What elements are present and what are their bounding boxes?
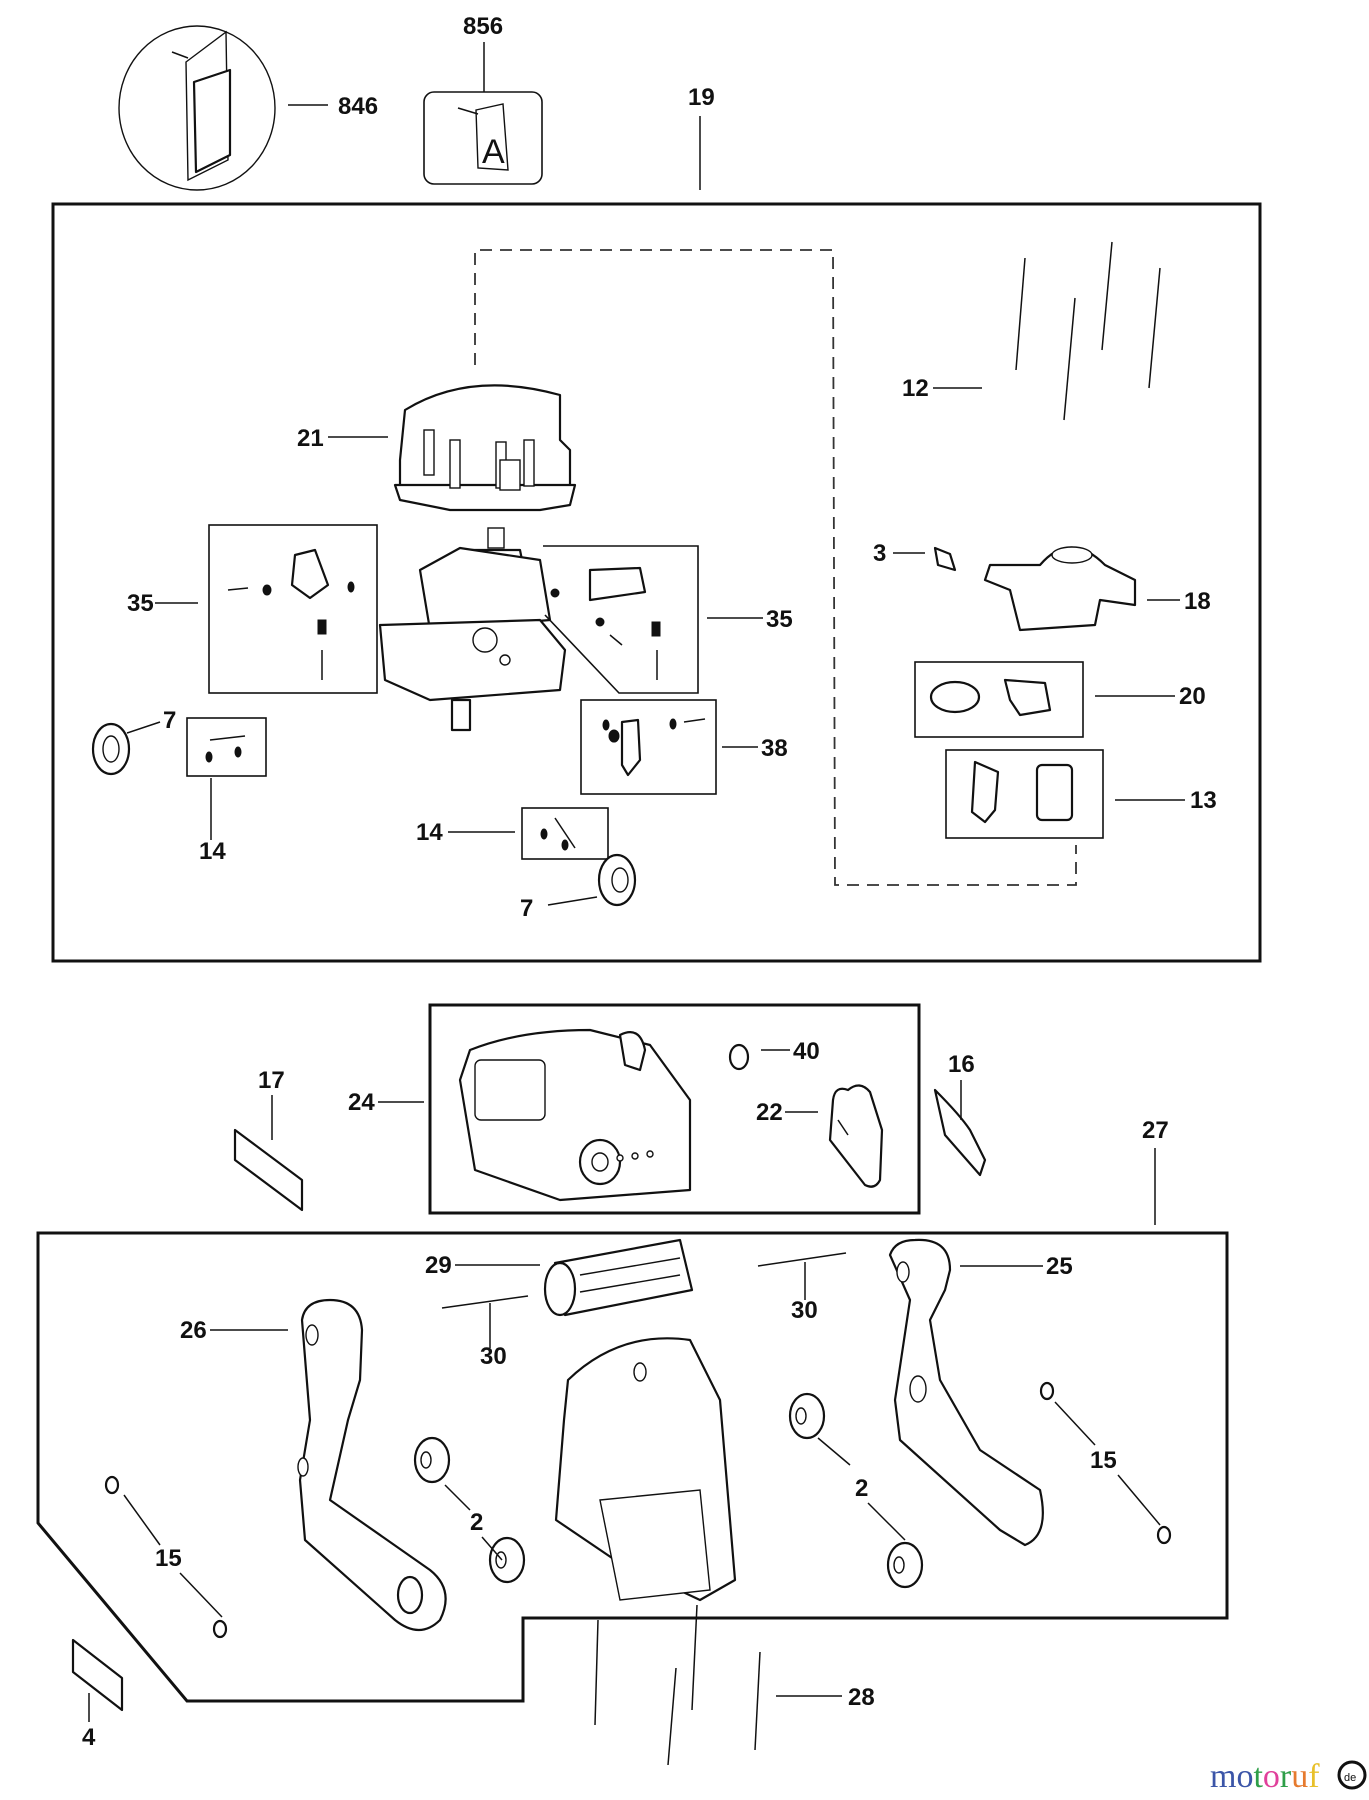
callout-3: 3 — [873, 540, 886, 567]
tag-letter: A — [482, 133, 505, 171]
part-3-window — [933, 546, 957, 572]
callout-856: 856 — [463, 13, 503, 40]
callout-30-right: 30 — [791, 1297, 818, 1324]
part-14-left-kit — [186, 717, 267, 777]
callout-20: 20 — [1179, 683, 1206, 710]
leader-7-left — [126, 721, 161, 734]
watermark-badge-text: de — [1344, 1772, 1356, 1784]
motoruf-watermark: motoruf de — [1210, 1758, 1367, 1795]
callout-29: 29 — [425, 1252, 452, 1279]
part-21-housing — [393, 384, 577, 512]
callout-35-right: 35 — [766, 606, 793, 633]
part-35-left-kit — [208, 524, 378, 694]
assembly-24-frame — [428, 1003, 921, 1215]
wm-letter: m — [1210, 1758, 1236, 1795]
leader-15-right-b — [1117, 1474, 1161, 1526]
part-17-label — [233, 1128, 304, 1212]
part-13-kit — [945, 749, 1104, 839]
part-25-right-arm — [888, 1238, 1044, 1547]
part-14-right-kit — [521, 807, 609, 860]
part-18-head — [983, 546, 1137, 632]
callout-18: 18 — [1184, 588, 1211, 615]
part-30-right-screw — [757, 1252, 847, 1267]
wm-letter: t — [1253, 1758, 1263, 1795]
callout-35-left: 35 — [127, 590, 154, 617]
leader-2-left-b — [481, 1536, 503, 1561]
leader-7-right — [547, 896, 598, 906]
part-26-left-arm — [297, 1298, 447, 1632]
part-24-body — [458, 1028, 692, 1202]
part-846-manual — [118, 25, 328, 191]
part-16-label — [933, 1088, 987, 1177]
assembly-27-frame — [36, 1231, 1229, 1703]
part-4-label — [71, 1638, 124, 1712]
svg-text:motoruf: motoruf — [1210, 1758, 1320, 1795]
callout-4: 4 — [82, 1724, 96, 1751]
callout-28: 28 — [848, 1684, 875, 1711]
part-40-nut — [728, 1043, 750, 1071]
part-30-left-screw — [441, 1295, 529, 1309]
part-15-screw-c — [1039, 1381, 1055, 1401]
part-2-bushing-c — [788, 1392, 826, 1440]
part-38-kit — [580, 699, 717, 795]
callout-30-left: 30 — [480, 1343, 507, 1370]
callout-40: 40 — [793, 1038, 820, 1065]
callout-14-right: 14 — [416, 819, 443, 846]
part-7-left-gear — [91, 722, 131, 776]
wm-letter: o — [1236, 1758, 1253, 1795]
callout-16: 16 — [948, 1051, 975, 1078]
dashed-group-outline — [474, 249, 1077, 886]
callout-22: 22 — [756, 1099, 783, 1126]
part-15-screw-a — [104, 1475, 120, 1495]
callout-38: 38 — [761, 735, 788, 762]
callout-14-left: 14 — [199, 838, 226, 865]
part-2-bushing-a — [413, 1436, 451, 1484]
wm-letter: f — [1308, 1758, 1320, 1795]
part-core-mechanism — [378, 527, 567, 732]
part-28-screws — [594, 1604, 761, 1766]
wm-letter: o — [1263, 1758, 1280, 1795]
callout-846: 846 — [338, 93, 378, 120]
part-base-bracket — [554, 1337, 737, 1602]
part-2-bushing-d — [886, 1541, 924, 1589]
callout-26: 26 — [180, 1317, 207, 1344]
leader-2-left-a — [444, 1484, 471, 1511]
part-22-cover — [828, 1084, 884, 1188]
wm-letter: r — [1280, 1758, 1292, 1795]
part-15-screw-b — [212, 1619, 228, 1639]
callout-12: 12 — [902, 375, 929, 402]
callout-19: 19 — [688, 84, 715, 111]
leader-15-left-b — [179, 1572, 223, 1618]
part-20-kit — [914, 661, 1084, 738]
part-35-right-kit — [543, 545, 699, 694]
part-856-tag: A — [423, 42, 543, 185]
callout-25: 25 — [1046, 1253, 1073, 1280]
callout-24: 24 — [348, 1089, 375, 1116]
callout-21: 21 — [297, 425, 324, 452]
assembly-19-frame — [51, 202, 1262, 963]
part-2-bushing-b — [488, 1536, 526, 1584]
leader-15-right-a — [1054, 1401, 1096, 1446]
leader-15-left-a — [123, 1494, 161, 1546]
callout-2-left: 2 — [470, 1509, 483, 1536]
part-7-right-gear — [597, 853, 637, 907]
part-15-screw-d — [1156, 1525, 1172, 1545]
part-29-roller — [543, 1238, 694, 1317]
wm-letter: u — [1291, 1758, 1308, 1795]
watermark-badge-icon — [1337, 1760, 1367, 1790]
callout-15-right: 15 — [1090, 1447, 1117, 1474]
callout-2-right: 2 — [855, 1475, 868, 1502]
callout-7-left: 7 — [163, 707, 176, 734]
callout-15-left: 15 — [155, 1545, 182, 1572]
callout-17: 17 — [258, 1067, 285, 1094]
callout-7-right: 7 — [520, 895, 533, 922]
callout-27: 27 — [1142, 1117, 1169, 1144]
part-12-screws — [1015, 241, 1161, 421]
leader-2-right-b — [867, 1502, 906, 1541]
leader-2-right-a — [817, 1437, 851, 1466]
callout-13: 13 — [1190, 787, 1217, 814]
